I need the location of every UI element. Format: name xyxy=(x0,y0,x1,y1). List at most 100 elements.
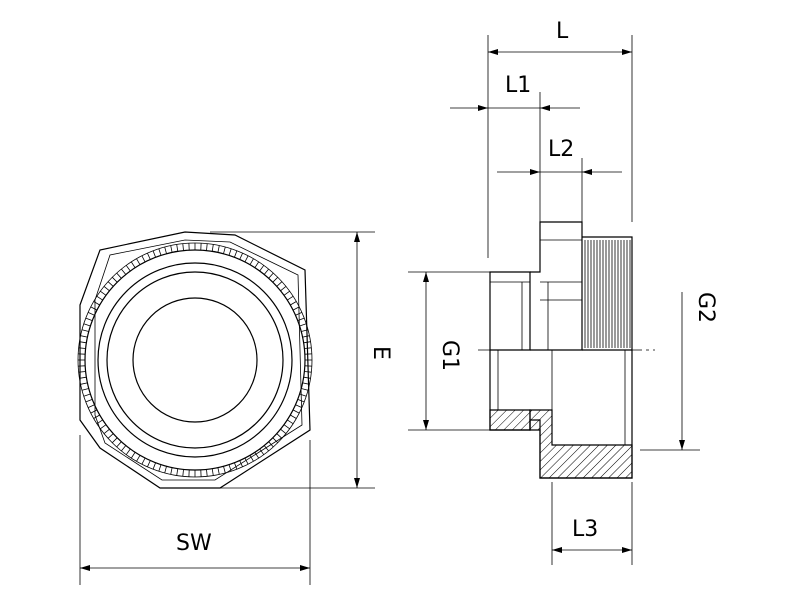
knurl-tick xyxy=(96,295,103,301)
knurl-tick xyxy=(112,437,118,443)
knurl-tick xyxy=(301,329,309,332)
knurl-tick xyxy=(276,281,283,287)
knurl-tick xyxy=(234,462,238,470)
knurl-tick xyxy=(141,457,146,465)
knurl-tick xyxy=(147,460,151,468)
knurl-tick xyxy=(116,272,122,279)
hatch-left xyxy=(489,409,531,431)
knurl-tick xyxy=(152,462,156,470)
knurl-tick xyxy=(217,245,220,253)
knurl-tick xyxy=(249,455,254,462)
knurl-tick xyxy=(93,414,100,419)
knurl-tick xyxy=(249,258,254,265)
knurl-tick xyxy=(100,290,107,296)
knurl-tick xyxy=(107,433,114,439)
knurl-tick xyxy=(170,245,173,253)
knurl-tick xyxy=(158,464,162,472)
knurl-tick xyxy=(292,306,300,311)
knurl-tick xyxy=(234,250,238,258)
knurl-tick xyxy=(130,261,136,268)
hatch-center xyxy=(529,409,633,479)
knurl-tick xyxy=(304,371,312,373)
knurl-tick xyxy=(211,468,214,476)
knurl-tick xyxy=(211,244,214,252)
knurl-tick xyxy=(295,404,303,408)
label-l2: L2 xyxy=(548,137,574,162)
knurl-tick xyxy=(90,306,98,311)
knurl-tick xyxy=(295,312,303,316)
label-l1: L1 xyxy=(505,73,531,98)
knurl-tick xyxy=(79,376,87,379)
knurl-tick xyxy=(292,409,300,414)
label-g1: G1 xyxy=(437,340,462,371)
knurl-tick xyxy=(254,261,260,268)
knurl-tick xyxy=(303,341,311,344)
knurl-tick xyxy=(263,268,269,275)
outer-ring xyxy=(84,249,306,471)
knurl-tick xyxy=(93,301,100,306)
front-view xyxy=(77,231,313,489)
knurl-tick xyxy=(182,243,184,251)
knurl-tick xyxy=(303,376,311,379)
knurl-tick xyxy=(299,393,307,397)
knurl-tick xyxy=(112,277,118,283)
knurl-tick xyxy=(87,404,95,408)
knurl-tick xyxy=(268,441,274,448)
knurl-tick xyxy=(78,347,86,349)
knurl-tick xyxy=(83,393,91,397)
knurl-tick xyxy=(136,455,141,462)
dimension-l: L xyxy=(487,19,633,258)
knurl-tick xyxy=(136,258,141,265)
knurl-tick xyxy=(290,414,297,419)
label-e: E xyxy=(368,346,393,360)
knurl-tick xyxy=(100,424,107,430)
knurl-tick xyxy=(121,268,127,275)
knurl-tick xyxy=(239,460,243,468)
knurl-tick xyxy=(87,312,95,316)
knurl-tick xyxy=(302,335,310,338)
collar xyxy=(530,221,583,351)
knurl-tick xyxy=(164,246,167,254)
knurl-tick xyxy=(103,428,110,434)
knurl-tick xyxy=(79,341,87,344)
side-knurl xyxy=(584,240,631,348)
knurl-tick xyxy=(81,329,89,332)
knurl-tick xyxy=(125,448,131,455)
knurl-tick xyxy=(85,317,93,321)
knurl-tick xyxy=(130,452,136,459)
knurl-tick xyxy=(287,419,294,425)
dimension-l1: L1 xyxy=(450,73,580,222)
knurl-tick xyxy=(302,382,310,385)
knurl-tick xyxy=(259,265,265,272)
knurl-tick xyxy=(81,388,89,391)
label-g2: G2 xyxy=(693,292,718,323)
knurl-tick xyxy=(283,290,290,296)
knurl-tick xyxy=(283,424,290,430)
dimension-g2: G2 xyxy=(640,292,718,451)
knurl-tick xyxy=(176,468,179,476)
knurl-tick xyxy=(239,252,243,260)
knurl-tick xyxy=(263,445,269,452)
knurl-tick xyxy=(85,399,93,403)
knurl-tick xyxy=(176,244,179,252)
knurl-tick xyxy=(304,347,312,349)
knurl-tick xyxy=(223,246,226,254)
knurl-tick xyxy=(78,371,86,373)
dimension-l2: L2 xyxy=(497,137,622,222)
bore xyxy=(132,297,258,423)
knurl-tick xyxy=(90,409,98,414)
knurl-tick xyxy=(228,464,232,472)
knurl-tick xyxy=(206,243,208,251)
knurl-tick xyxy=(217,467,220,475)
knurl-tick xyxy=(182,469,184,477)
dimension-sw: SW xyxy=(79,435,311,585)
knurl-tick xyxy=(280,286,287,292)
knurl-tick xyxy=(121,445,127,452)
g1-thread-body xyxy=(489,271,531,351)
knurl-tick xyxy=(83,323,91,327)
hex-inner-chamfer xyxy=(94,239,303,481)
dimension-l3: L3 xyxy=(551,482,633,565)
hex-outline xyxy=(79,231,311,489)
knurl-tick xyxy=(80,382,88,385)
